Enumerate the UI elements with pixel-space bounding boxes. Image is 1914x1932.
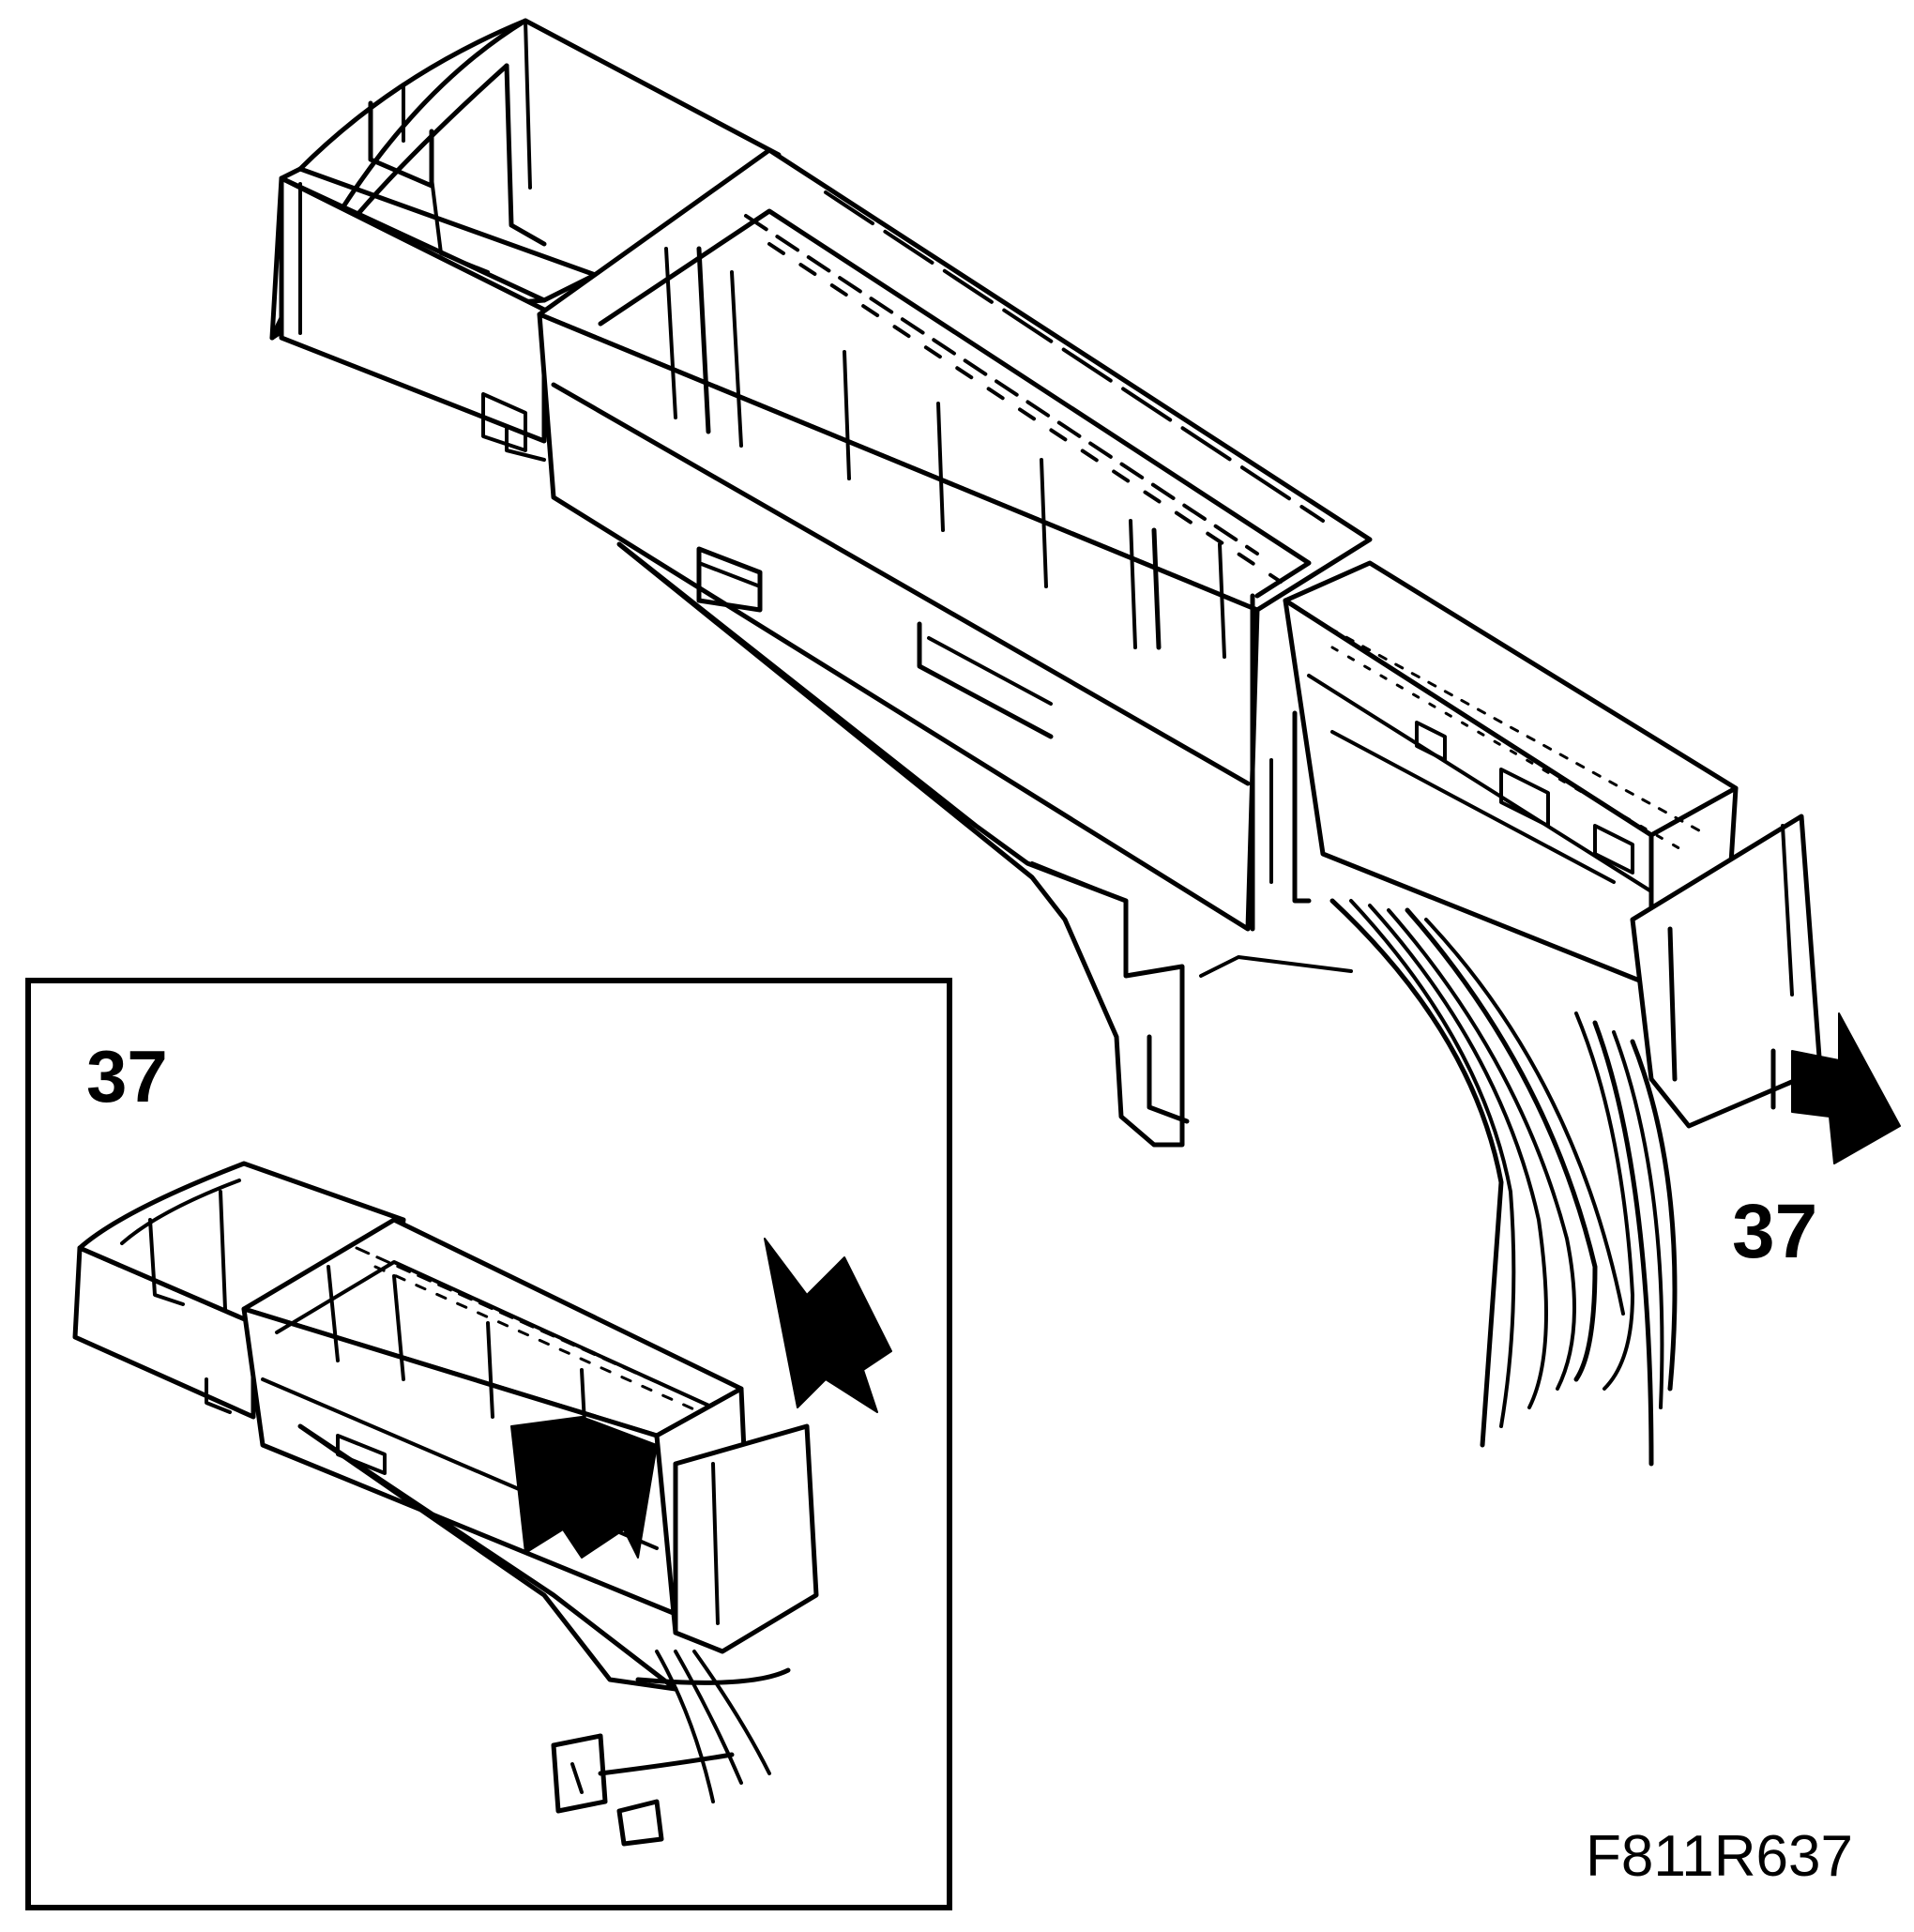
press-arrow-lower xyxy=(510,1416,658,1559)
rear-housing xyxy=(269,18,782,462)
inset-label: 37 xyxy=(86,1035,168,1118)
inset-panel xyxy=(25,978,952,1910)
wire-harness xyxy=(1329,898,1678,1467)
terminal-block xyxy=(1283,560,1823,1129)
main-connector-assembly xyxy=(269,18,1901,1467)
frame-housing xyxy=(537,147,1373,1148)
inset-connector xyxy=(72,1161,819,1847)
pull-direction-arrow xyxy=(1791,1012,1901,1164)
press-arrow-upper xyxy=(764,1238,892,1413)
contact-slot-row xyxy=(744,190,1325,584)
detail-reference-label: 37 xyxy=(1732,1189,1818,1274)
figure-code: F811R637 xyxy=(1586,1824,1853,1889)
